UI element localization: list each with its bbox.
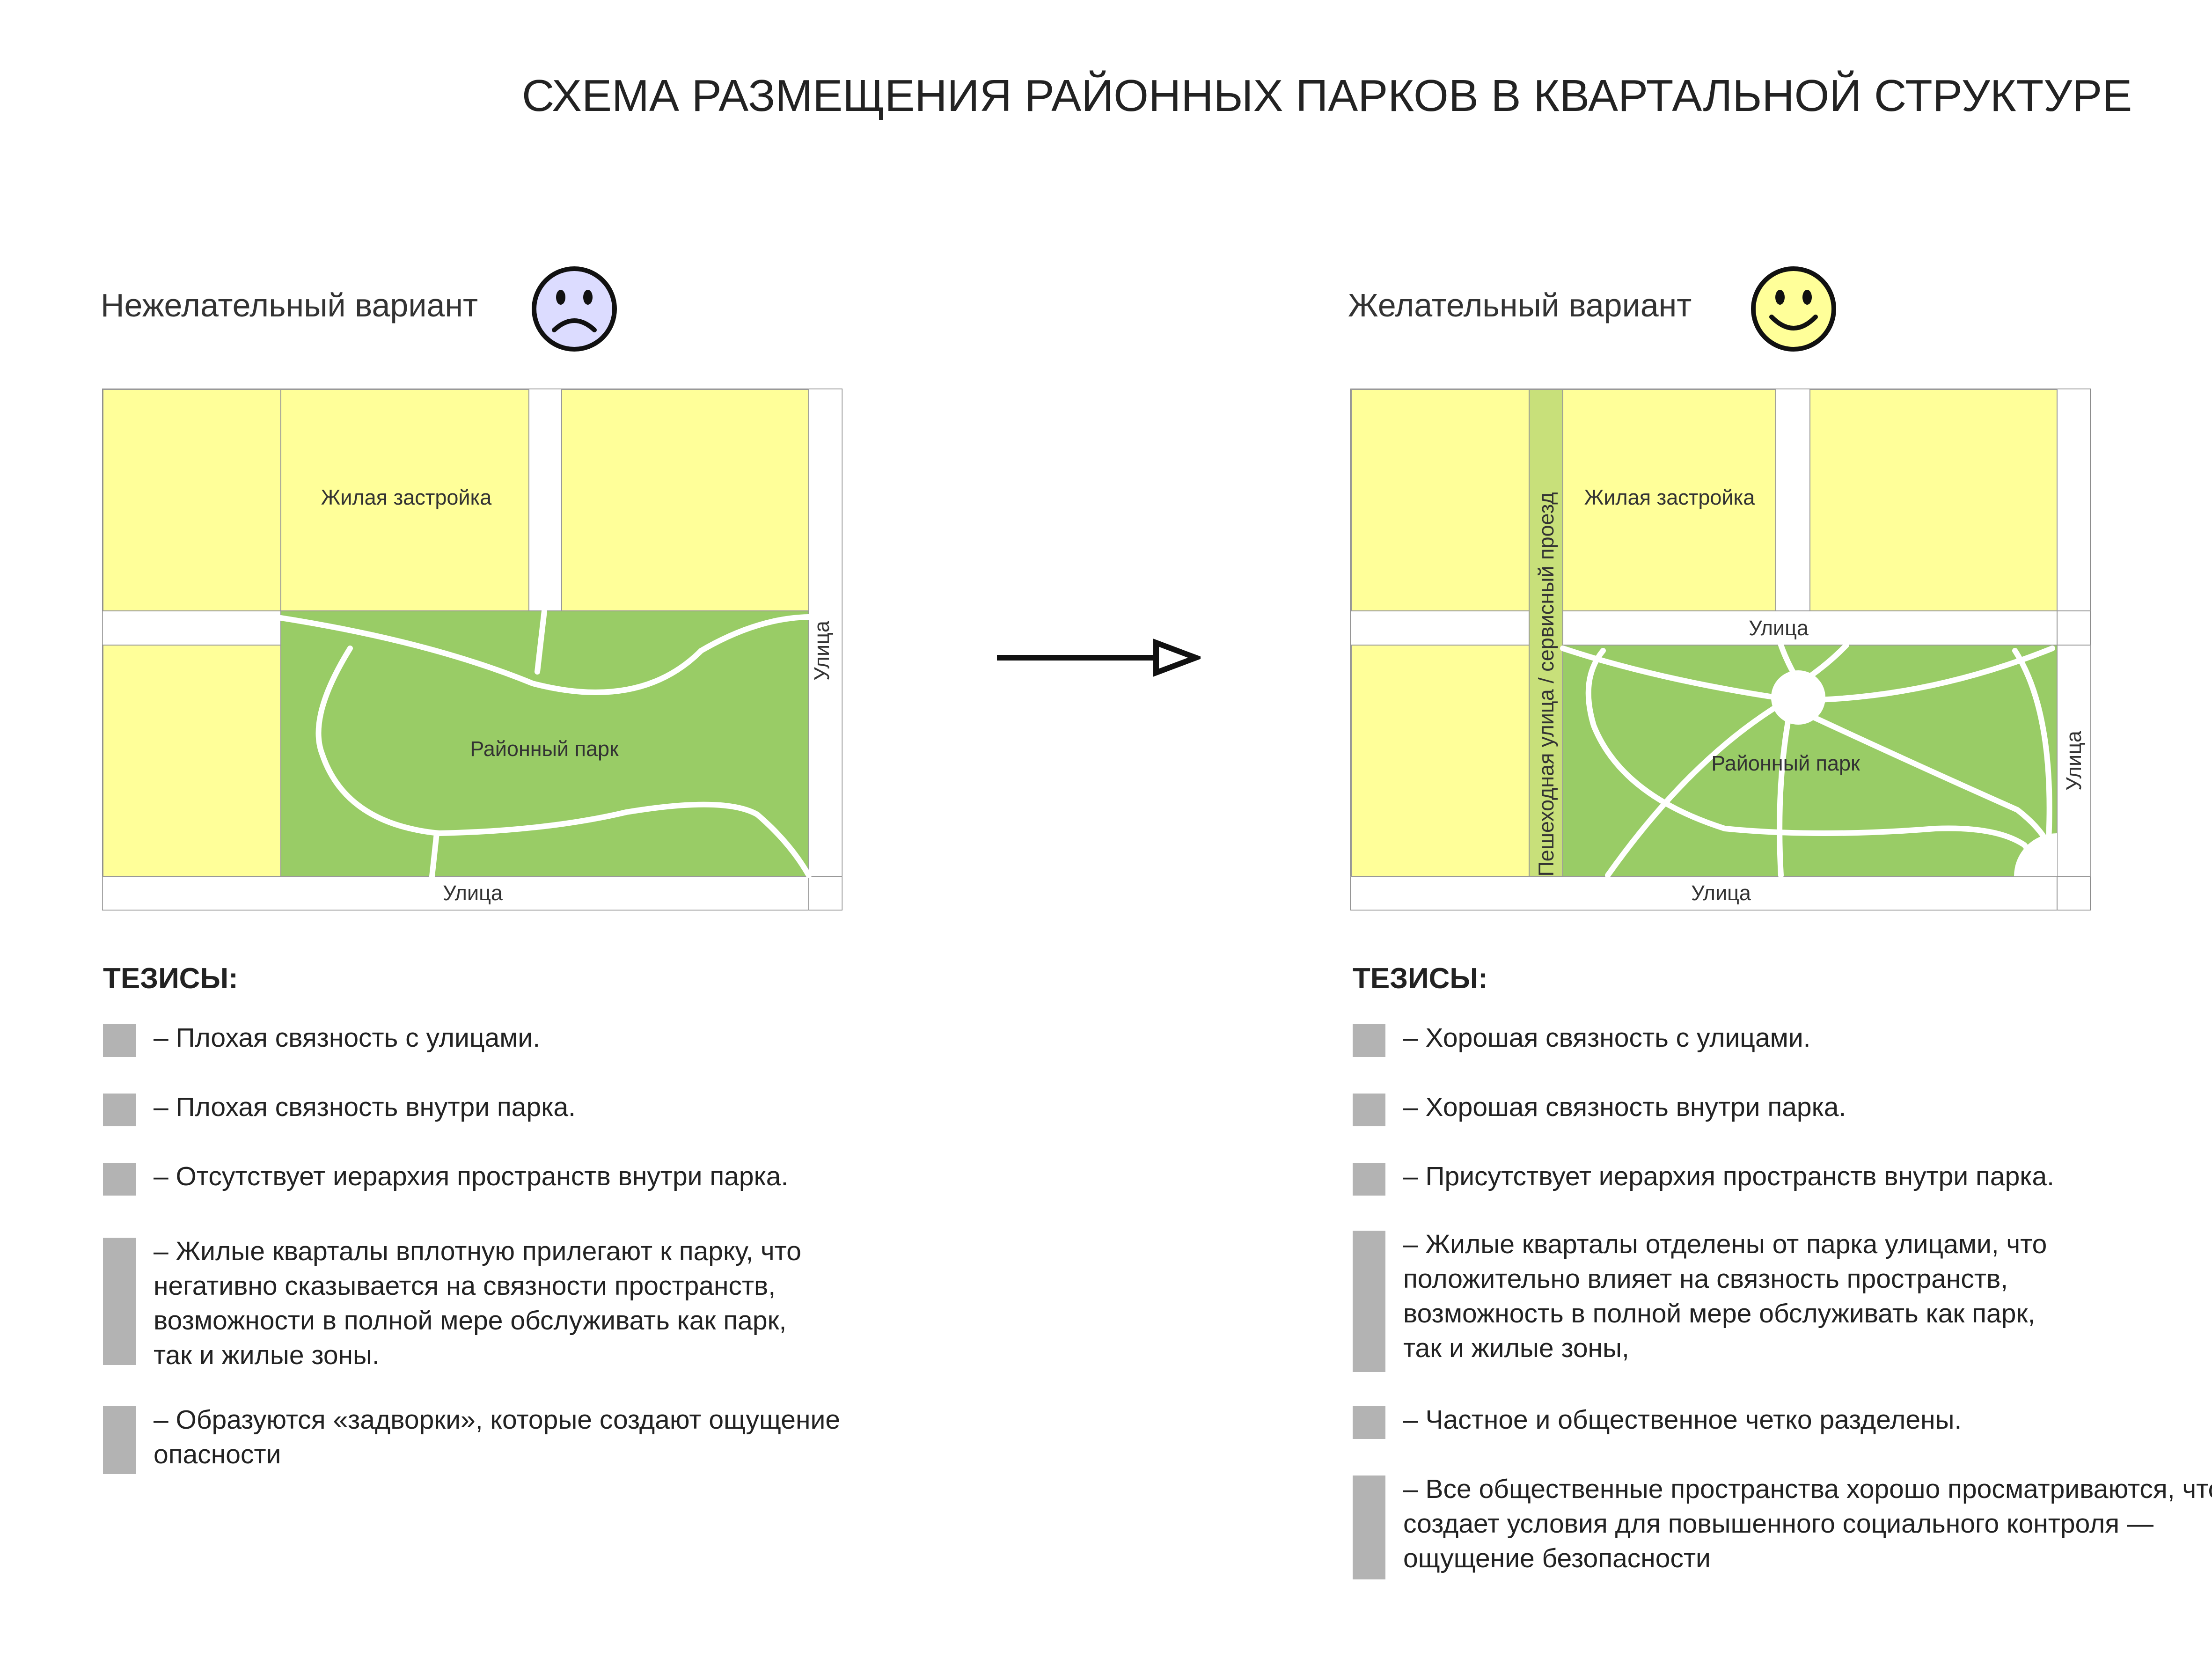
thesis-text: – Частное и общественное четко разделены… xyxy=(1403,1405,1962,1435)
thesis-item: – Плохая связность внутри парка. xyxy=(103,1092,899,1163)
block-housing-ne xyxy=(561,389,809,611)
block-housing-nw xyxy=(1351,389,1530,611)
thesis-bullet xyxy=(1353,1163,1385,1196)
thesis-text: – Жилые кварталы отделены от парка улица… xyxy=(1403,1229,2047,1363)
thesis-item: – Плохая связность с улицами. xyxy=(103,1023,899,1094)
park-label: Районный парк xyxy=(470,737,619,761)
undesirable-layout-diagram: Жилая застройка Районный парк Улица Улиц… xyxy=(102,389,842,910)
housing-label: Жилая застройка xyxy=(1584,485,1755,509)
thesis-item: – Присутствует иерархия пространств внут… xyxy=(1353,1161,2195,1231)
thesis-text: – Плохая связность с улицами. xyxy=(154,1023,541,1053)
thesis-bullet xyxy=(1353,1024,1385,1057)
thesis-text: – Хорошая связность внутри парка. xyxy=(1403,1092,1846,1122)
theses-list-left: – Плохая связность с улицами. – Плохая с… xyxy=(103,1023,899,1481)
happy-face-icon xyxy=(1751,266,1836,352)
thesis-item: – Образуются «задворки», которые создают… xyxy=(103,1405,899,1481)
theses-heading-left: ТЕЗИСЫ: xyxy=(103,962,238,995)
thesis-bullet xyxy=(103,1238,136,1365)
thesis-bullet xyxy=(103,1406,136,1474)
thesis-item: – Отсутствует иерархия пространств внутр… xyxy=(103,1161,899,1238)
street-bottom-label: Улица xyxy=(443,881,503,905)
street-bottom-label: Улица xyxy=(1691,881,1751,905)
thesis-bullet xyxy=(1353,1094,1385,1126)
pedestrian-street xyxy=(1529,389,1563,877)
park-label: Районный парк xyxy=(1711,751,1860,775)
block-housing-main xyxy=(280,389,529,611)
thesis-text: – Присутствует иерархия пространств внут… xyxy=(1403,1161,2055,1191)
desirable-variant-label: Желательный вариант xyxy=(1348,287,1692,323)
pedestrian-street-label: Пешеходная улица / сервисный проезд xyxy=(1534,492,1558,876)
block-housing-sw xyxy=(103,645,281,877)
park-central-plaza xyxy=(1771,670,1825,725)
thesis-text: – Отсутствует иерархия пространств внутр… xyxy=(154,1161,789,1191)
thesis-item: – Жилые кварталы отделены от парка улица… xyxy=(1353,1229,2195,1406)
thesis-text: – Образуются «задворки», которые создают… xyxy=(154,1405,841,1469)
thesis-text: – Хорошая связность с улицами. xyxy=(1403,1023,1811,1053)
thesis-text: – Плохая связность внутри парка. xyxy=(154,1092,576,1122)
street-side-label: Улица xyxy=(810,620,834,681)
thesis-bullet xyxy=(103,1024,136,1057)
thesis-bullet xyxy=(103,1163,136,1196)
park-corner-plaza xyxy=(2014,833,2057,876)
theses-list-right: – Хорошая связность с улицами. – Хорошая… xyxy=(1353,1023,2212,1588)
thesis-text: – Все общественные пространства хорошо п… xyxy=(1403,1474,2212,1573)
thesis-bullet xyxy=(1353,1475,1385,1579)
housing-label: Жилая застройка xyxy=(321,485,492,509)
thesis-item: – Жилые кварталы вплотную прилегают к па… xyxy=(103,1236,899,1406)
street-top-label: Улица xyxy=(1749,616,1809,640)
thesis-bullet xyxy=(1353,1231,1385,1372)
thesis-bullet xyxy=(103,1094,136,1126)
undesirable-variant-label: Нежелательный вариант xyxy=(101,287,478,323)
block-housing-nw xyxy=(103,389,281,611)
street-side-label: Улица xyxy=(2062,730,2086,791)
block-housing-main xyxy=(1562,389,1776,611)
arrow-right-icon xyxy=(997,639,1201,677)
desirable-layout-diagram: Жилая застройка Улица Районный парк Улиц… xyxy=(1350,389,2091,910)
thesis-item: – Хорошая связность с улицами. xyxy=(1353,1023,2195,1094)
thesis-bullet xyxy=(1353,1406,1385,1439)
block-housing-sw xyxy=(1351,645,1530,877)
theses-heading-right: ТЕЗИСЫ: xyxy=(1353,962,1488,995)
block-housing-ne xyxy=(1809,389,2058,611)
thesis-item: – Хорошая связность внутри парка. xyxy=(1353,1092,2195,1163)
thesis-item: – Все общественные пространства хорошо п… xyxy=(1353,1474,2212,1588)
sad-face-icon xyxy=(532,266,617,352)
park-paths xyxy=(278,608,812,879)
page-title: СХЕМА РАЗМЕЩЕНИЯ РАЙОННЫХ ПАРКОВ В КВАРТ… xyxy=(522,71,2132,121)
thesis-text: – Жилые кварталы вплотную прилегают к па… xyxy=(154,1236,801,1370)
thesis-item: – Частное и общественное четко разделены… xyxy=(1353,1405,2195,1475)
